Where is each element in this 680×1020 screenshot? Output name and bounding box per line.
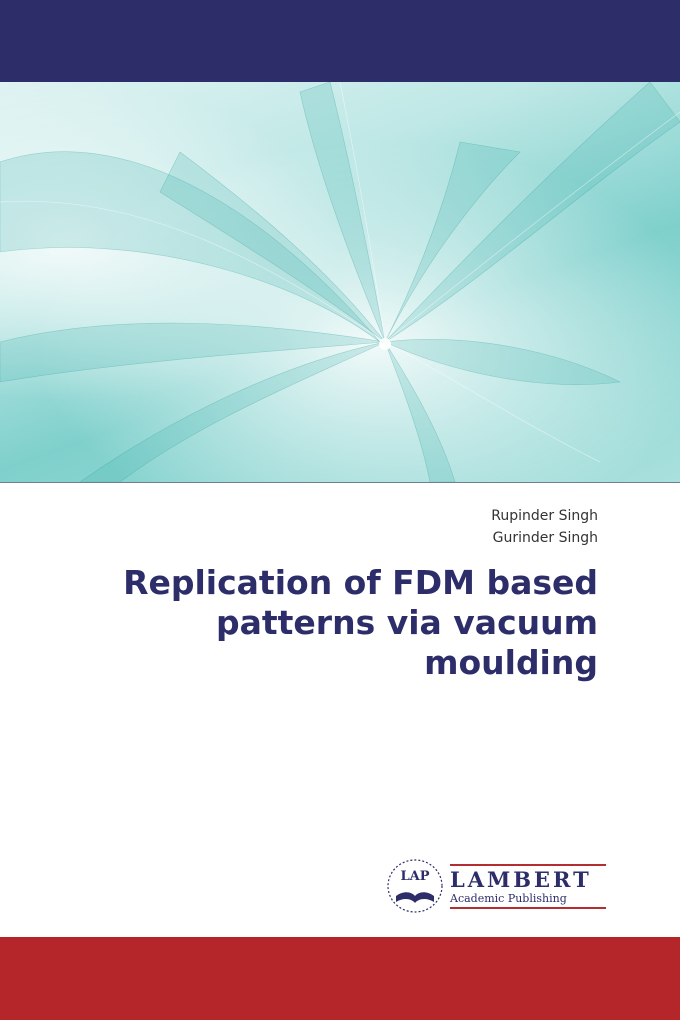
cover-artwork bbox=[0, 82, 680, 482]
publisher-subtitle: Academic Publishing bbox=[450, 892, 567, 905]
author-list: Rupinder Singh Gurinder Singh bbox=[491, 505, 598, 549]
bottom-color-band bbox=[0, 937, 680, 1020]
publisher-name: LAMBERT bbox=[450, 867, 592, 892]
publisher-logo: LAP LAMBERT Academic Publishing bbox=[386, 858, 608, 914]
artwork-divider bbox=[0, 482, 680, 483]
book-title: Replication of FDM based patterns via va… bbox=[123, 563, 598, 682]
book-emblem-icon: LAP bbox=[387, 859, 443, 913]
top-color-band bbox=[0, 0, 680, 82]
emblem-label: LAP bbox=[400, 869, 429, 884]
author-name: Gurinder Singh bbox=[492, 530, 598, 546]
author-name: Rupinder Singh bbox=[491, 508, 598, 524]
